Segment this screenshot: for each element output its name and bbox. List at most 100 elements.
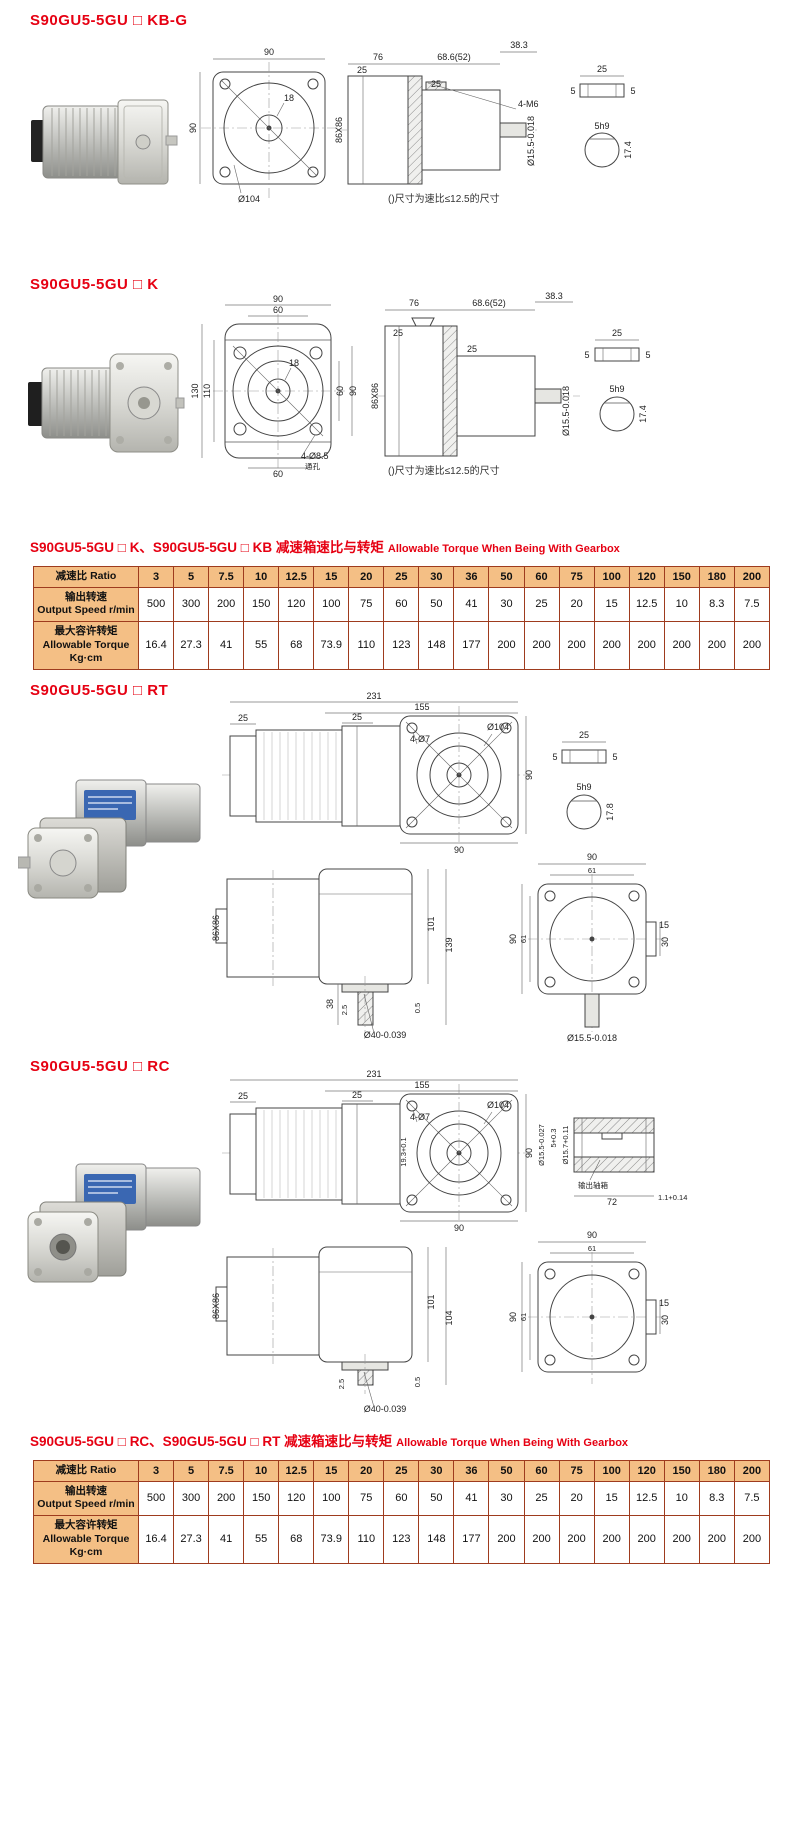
rc-side-view: 86X86 101 104 2.5 0.5 Ø40-0.039 [211, 1246, 454, 1414]
value-cell: 27.3 [173, 620, 210, 670]
value-cell: 180 [698, 1460, 735, 1482]
dim-label: 0.5 [413, 1377, 422, 1387]
table-title-en: Allowable Torque When Being With Gearbox [396, 1437, 629, 1449]
value-cell: 300 [173, 586, 210, 622]
value-cell: 10 [243, 1460, 280, 1482]
value-cell: 36 [453, 566, 490, 588]
rt-face-view: 90 61 15 30 90 61 Ø15.5-0.018 [508, 852, 670, 1043]
value-cell: 73.9 [313, 1514, 350, 1564]
value-cell: 12.5 [628, 586, 665, 622]
value-cell: 12.5 [278, 1460, 315, 1482]
value-cell: 200 [523, 620, 560, 670]
dim-label: Ø104 [238, 194, 260, 204]
k-side-view: 76 68.6(52) 38.3 25 25 86X86 Ø15.5-0.018 [370, 291, 580, 457]
dim-label: 15 [659, 1298, 669, 1308]
value-cell: 20 [348, 566, 385, 588]
value-cell: 100 [313, 1480, 350, 1516]
dim-label: 25 [238, 713, 248, 723]
value-cell: 41 [453, 1480, 490, 1516]
dim-label: 72 [607, 1197, 617, 1207]
value-cell: 180 [698, 566, 735, 588]
value-cell: 200 [523, 1514, 560, 1564]
value-cell: 3 [137, 566, 175, 588]
dim-label: 17.4 [623, 141, 633, 159]
rt-top-view: 231 155 25 25 4-Ø7 Ø104 90 90 [222, 691, 534, 855]
value-cell: 10 [663, 1480, 700, 1516]
dim-label: 86X86 [211, 915, 221, 941]
dim-label: 90 [273, 294, 283, 304]
dim-label: 17.4 [638, 405, 648, 423]
value-cell: 15 [593, 1480, 630, 1516]
dim-label: 17.8 [605, 803, 615, 821]
product-photo-kbg [31, 99, 178, 185]
value-cell: 177 [453, 620, 490, 670]
value-cell: 200 [733, 566, 771, 588]
value-cell: 120 [628, 566, 665, 588]
value-cell: 36 [453, 1460, 490, 1482]
value-cell: 68 [278, 1514, 315, 1564]
value-cell: 41 [208, 620, 245, 670]
value-cell: 200 [698, 620, 735, 670]
value-cell: 75 [558, 1460, 595, 1482]
dim-label: Ø15.5-0.018 [526, 116, 536, 166]
k-front-view: 90 60 130 110 18 60 90 60 4-Ø8.5 通孔 [190, 294, 358, 479]
section-title-k: S90GU5-5GU □ K [30, 276, 159, 293]
section-title-kbg: S90GU5-5GU □ KB-G [30, 12, 188, 29]
dim-label: 90 [524, 1148, 534, 1158]
value-cell: 10 [243, 566, 280, 588]
dim-label: 90 [454, 845, 464, 855]
value-cell: 12.5 [278, 566, 315, 588]
dim-label: 30 [660, 1315, 670, 1325]
dim-label: Ø104 [487, 722, 509, 732]
value-cell: 15 [593, 586, 630, 622]
dim-label: Ø15.7+0.11 [561, 1126, 570, 1165]
rt-key-detail: 25 5 5 5h9 17.8 [552, 730, 618, 830]
dim-label: 38.3 [545, 291, 563, 301]
value-cell: 12.5 [628, 1480, 665, 1516]
value-cell: 500 [137, 586, 175, 622]
value-cell: 75 [558, 566, 595, 588]
value-cell: 30 [418, 566, 455, 588]
value-cell: 30 [488, 1480, 525, 1516]
dim-label: 5 [645, 350, 650, 360]
value-cell: 150 [243, 1480, 280, 1516]
terminal-box [28, 382, 44, 426]
dim-label: 68.6(52) [472, 298, 506, 308]
dim-label: 76 [373, 52, 383, 62]
value-cell: 120 [628, 1460, 665, 1482]
value-cell: 120 [278, 586, 315, 622]
value-cell: 41 [208, 1514, 245, 1564]
dim-label: 25 [238, 1091, 248, 1101]
value-cell: 7.5 [733, 1480, 771, 1516]
value-cell: 200 [208, 1480, 245, 1516]
value-cell: 41 [453, 586, 490, 622]
value-cell: 68 [278, 620, 315, 670]
value-cell: 55 [243, 1514, 280, 1564]
dim-label: 1.1+0.14 [658, 1193, 687, 1202]
dim-label: 90 [587, 852, 597, 862]
value-cell: 25 [383, 566, 420, 588]
dim-label: 61 [519, 935, 528, 943]
dim-label: 90 [508, 934, 518, 944]
dim-label: 25 [579, 730, 589, 740]
dim-label: 101 [426, 1294, 436, 1309]
dim-label: 25 [393, 328, 403, 338]
dim-label: 90 [454, 1223, 464, 1233]
value-cell: 200 [663, 620, 700, 670]
dim-label: 86X86 [334, 117, 344, 143]
value-cell: 10 [663, 586, 700, 622]
row-label-cell: 减速比 Ratio [33, 1460, 139, 1482]
dim-label: 139 [444, 937, 454, 952]
value-cell: 200 [733, 1460, 771, 1482]
dim-label: 101 [426, 916, 436, 931]
dim-label: 25 [597, 64, 607, 74]
dim-label: 90 [587, 1230, 597, 1240]
row-label-cell: 最大容许转矩 Allowable Torque Kg·cm [33, 1514, 139, 1564]
dim-label: 5 [570, 86, 575, 96]
value-cell: 200 [628, 620, 665, 670]
value-cell: 25 [523, 586, 560, 622]
dim-label: 25 [612, 328, 622, 338]
